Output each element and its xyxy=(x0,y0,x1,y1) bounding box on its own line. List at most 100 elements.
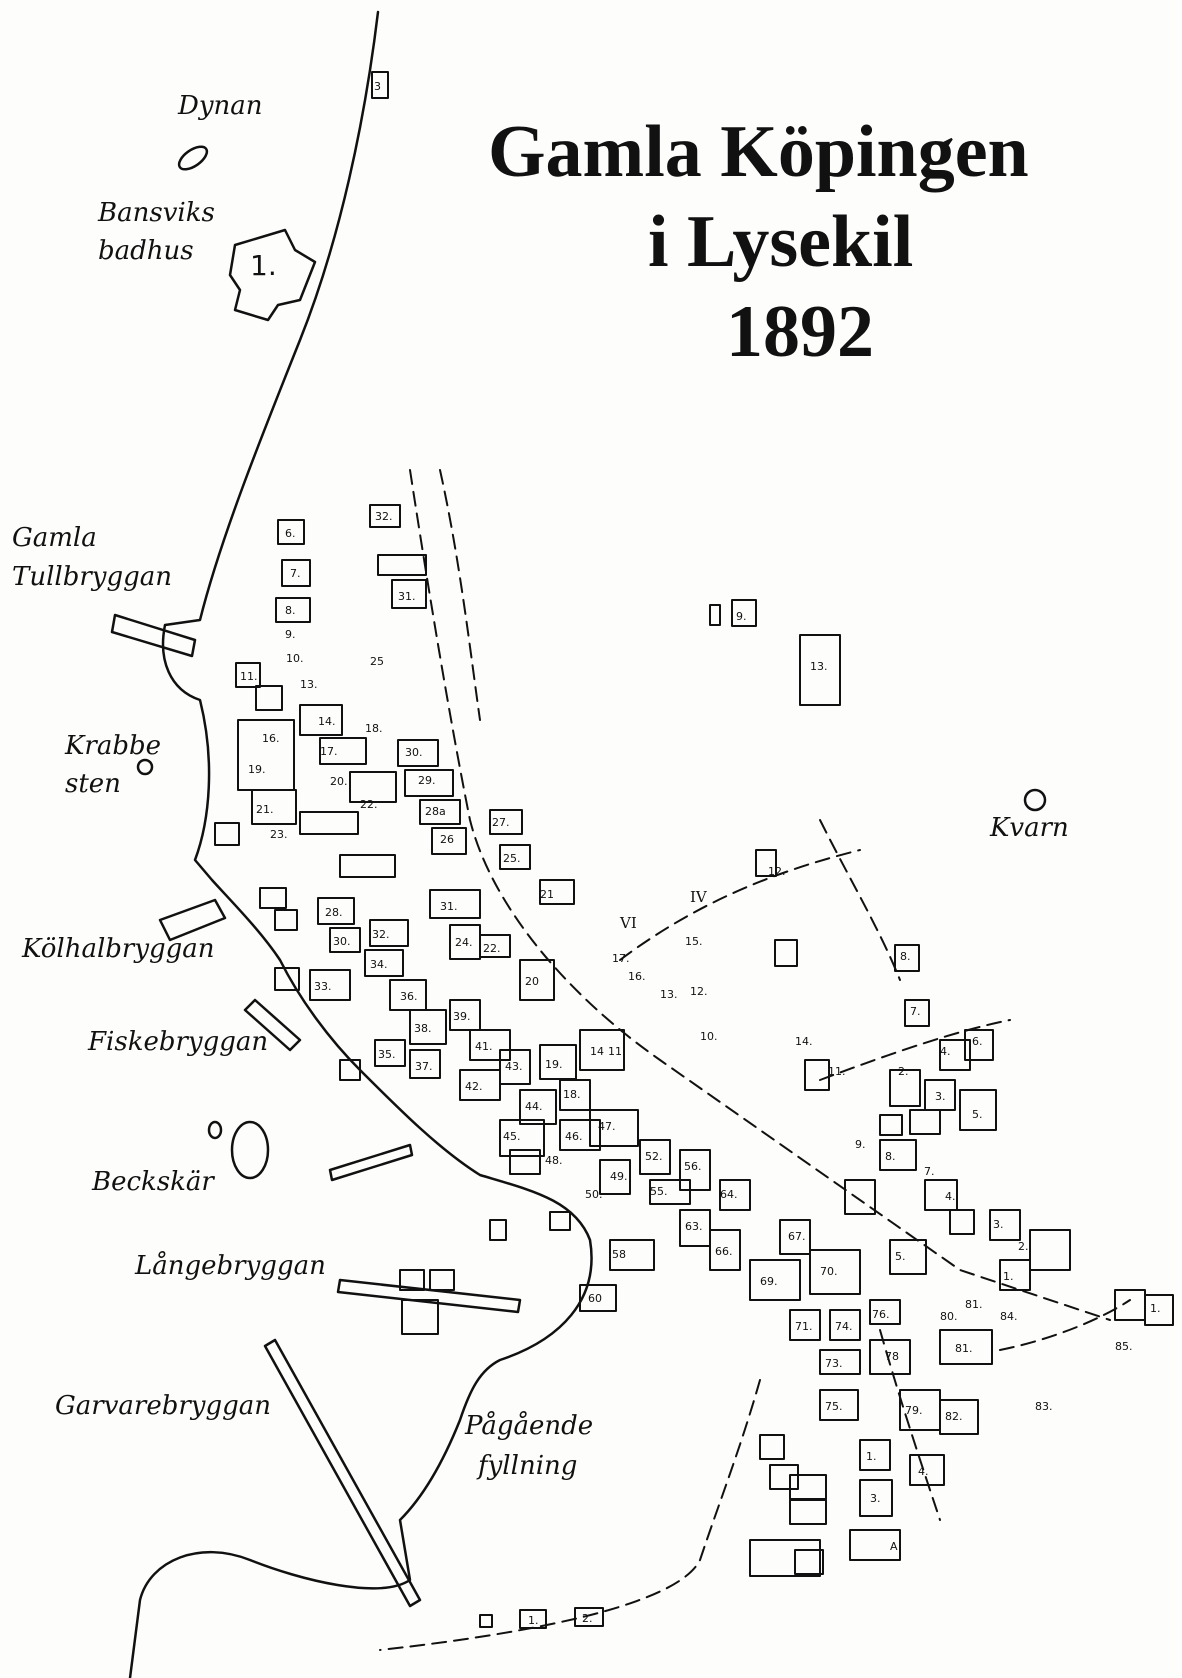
small-islet xyxy=(207,1120,223,1140)
building-number: 41. xyxy=(475,1040,493,1053)
street-south xyxy=(379,1379,761,1651)
label-kvarn: Kvarn xyxy=(990,813,1069,843)
building-number: 84. xyxy=(1000,1310,1018,1323)
building-number: 1. xyxy=(1150,1302,1161,1315)
district-marker-iv: IV xyxy=(690,888,708,906)
building-number: 20 xyxy=(525,975,539,988)
building-number: 36. xyxy=(400,990,418,1003)
krabbe-mark xyxy=(136,758,154,776)
building-number: 2. xyxy=(582,1612,593,1625)
building-number: 4. xyxy=(918,1465,929,1478)
building-number: 26 xyxy=(440,833,454,846)
building-number: 13. xyxy=(300,678,318,691)
label-sten: sten xyxy=(65,769,121,799)
building-number: 71. xyxy=(795,1320,813,1333)
building-number: A xyxy=(890,1540,898,1553)
building-number: 1. xyxy=(1003,1270,1014,1283)
building-number: 17. xyxy=(612,952,630,965)
building-number: 12. xyxy=(768,865,786,878)
building-number: 82. xyxy=(945,1410,963,1423)
building-number: 20. xyxy=(330,775,348,788)
label-gamla: Gamla xyxy=(12,523,97,553)
pier-fisk xyxy=(243,998,302,1052)
building-number: 7. xyxy=(290,567,301,580)
building-number: 8. xyxy=(885,1150,896,1163)
building-number: 81. xyxy=(955,1342,973,1355)
building-number: 39. xyxy=(453,1010,471,1023)
building-number: 4. xyxy=(940,1045,951,1058)
building-number: 75. xyxy=(825,1400,843,1413)
building-number: 4. xyxy=(945,1190,956,1203)
label-fiskebryggan: Fiskebryggan xyxy=(88,1027,269,1057)
building-number: 38. xyxy=(414,1022,432,1035)
building-number: 80. xyxy=(940,1310,958,1323)
building-number: 18. xyxy=(365,722,383,735)
building-number: 21. xyxy=(256,803,274,816)
building-number: 70. xyxy=(820,1265,838,1278)
street-se xyxy=(879,1329,941,1521)
pier-kolhal xyxy=(158,898,227,942)
building-number: 78 xyxy=(885,1350,899,1363)
label-badhus: badhus xyxy=(98,236,194,266)
pier-tullbryggan xyxy=(110,613,197,658)
building-number: 50. xyxy=(585,1188,603,1201)
building-number: 28a xyxy=(425,805,446,818)
building-number: 15. xyxy=(685,935,703,948)
building-number: 64. xyxy=(720,1188,738,1201)
building-number: 7. xyxy=(924,1165,935,1178)
building-number: 13. xyxy=(810,660,828,673)
building-number: 43. xyxy=(505,1060,523,1073)
pier-beck xyxy=(328,1143,414,1182)
building-number: 19. xyxy=(248,763,266,776)
building-number: 81. xyxy=(965,1298,983,1311)
building-number: 14. xyxy=(318,715,336,728)
building-number: 1. xyxy=(866,1450,877,1463)
building-number: 49. xyxy=(610,1170,628,1183)
building-number: 17. xyxy=(320,745,338,758)
label-krabbe: Krabbe xyxy=(65,731,162,761)
building-number: 16. xyxy=(262,732,280,745)
building-number: 19. xyxy=(545,1058,563,1071)
label-langebryggan: Långebryggan xyxy=(135,1251,326,1281)
building-number: 11. xyxy=(828,1065,846,1078)
street-north xyxy=(819,819,901,981)
building-number: 5. xyxy=(895,1250,906,1263)
map-title-line1: Gamla Köpingen xyxy=(488,111,1029,193)
district-marker-vi: VI xyxy=(619,914,637,932)
building-number: 31. xyxy=(440,900,458,913)
label-fyllning: fyllning xyxy=(478,1451,578,1481)
building-number: 58 xyxy=(612,1248,626,1261)
building-number: 1. xyxy=(250,249,277,282)
building-number: 66. xyxy=(715,1245,733,1258)
building-number: 8. xyxy=(900,950,911,963)
building-number: 32. xyxy=(375,510,393,523)
building-number: 3. xyxy=(993,1218,1004,1231)
building-number: 9. xyxy=(736,610,747,623)
building-number: 16. xyxy=(628,970,646,983)
building-number: 27. xyxy=(492,816,510,829)
building-number: 11. xyxy=(608,1045,626,1058)
building-number: 14. xyxy=(795,1035,813,1048)
pier-lange xyxy=(336,1278,522,1314)
label-tullbryggan: Tullbryggan xyxy=(12,562,173,592)
building-number: 1. xyxy=(528,1614,539,1627)
building-number: 60 xyxy=(588,1292,602,1305)
building-number: 22. xyxy=(360,798,378,811)
building-number: 18. xyxy=(563,1088,581,1101)
building-number: 31. xyxy=(398,590,416,603)
kvarn-mark xyxy=(1023,788,1047,812)
building-number: 28. xyxy=(325,906,343,919)
building-number: 3. xyxy=(935,1090,946,1103)
building-number: 47. xyxy=(598,1120,616,1133)
label-beckskar: Beckskär xyxy=(92,1167,214,1197)
building-number: 30. xyxy=(405,746,423,759)
building-number: 8. xyxy=(285,604,296,617)
label-dynan: Dynan xyxy=(178,91,263,121)
beckskar-islet xyxy=(230,1120,270,1180)
street-east xyxy=(409,469,1111,1321)
building-number: 23. xyxy=(270,828,288,841)
building-number: 2. xyxy=(898,1065,909,1078)
building-number: 85. xyxy=(1115,1340,1133,1353)
building-number: 21 xyxy=(540,888,554,901)
street-mid xyxy=(439,469,481,721)
